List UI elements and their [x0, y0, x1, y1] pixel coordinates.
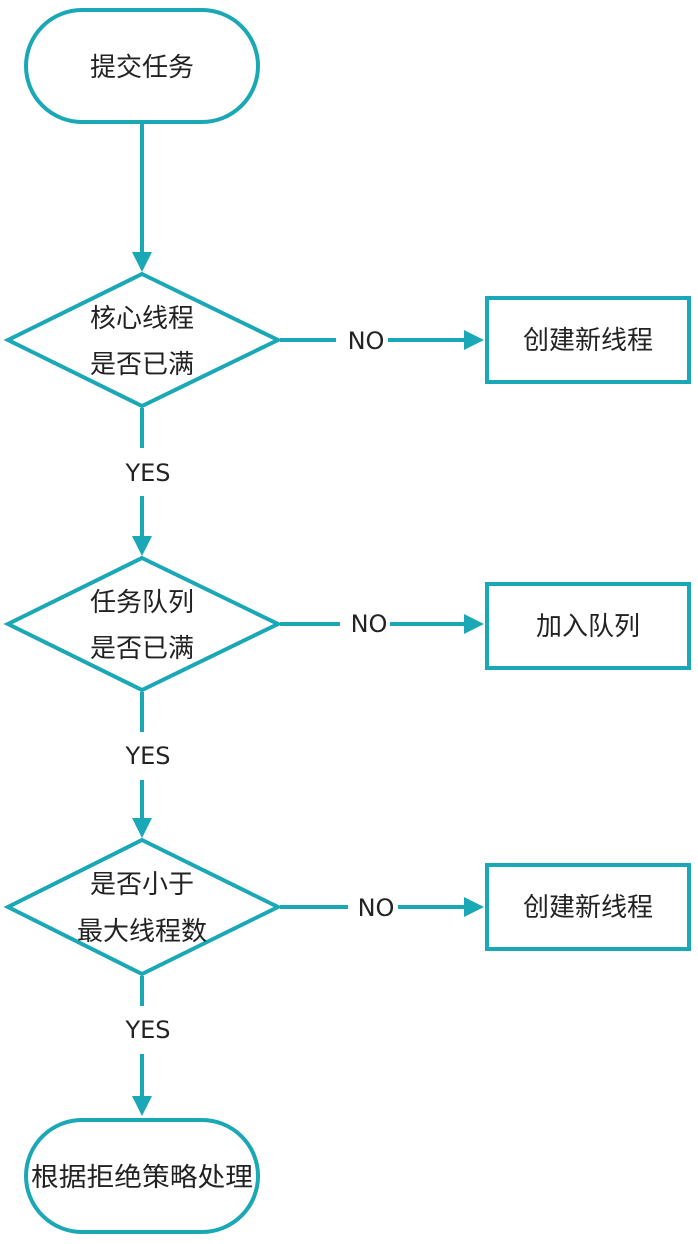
decision-core-threads-line2: 是否已满 [90, 350, 194, 380]
action-create-thread-1-shape [485, 296, 691, 384]
arrowhead-down [132, 818, 152, 838]
start-node-label: 提交任务 [90, 53, 194, 83]
action-add-to-queue: 加入队列 [485, 582, 691, 670]
action-add-to-queue-shape [485, 582, 691, 670]
arrowhead-down [132, 536, 152, 556]
decision-max-threads-line2: 最大线程数 [77, 917, 207, 947]
decision-core-threads-shape [3, 271, 283, 409]
edge-label-yes1: YES [124, 459, 170, 487]
action-create-thread-2-label: 创建新线程 [523, 893, 653, 923]
arrowhead-right [464, 330, 484, 350]
start-node: 提交任务 [24, 8, 260, 124]
arrowhead-down [132, 252, 152, 272]
decision-max-threads-shape [3, 837, 283, 977]
arrowhead-down [132, 1096, 152, 1116]
decision-task-queue-line1: 任务队列 [90, 588, 194, 618]
arrowhead-right [464, 897, 484, 917]
decision-core-threads-line1: 核心线程 [90, 304, 194, 334]
end-node-label: 根据拒绝策略处理 [31, 1163, 253, 1193]
decision-task-queue-shape [3, 555, 283, 693]
start-node-shape [24, 8, 260, 124]
decision-core-threads: 核心线程 是否已满 [3, 271, 283, 409]
action-add-to-queue-label: 加入队列 [536, 612, 640, 642]
decision-max-threads: 是否小于 最大线程数 [3, 837, 283, 977]
edge-label-yes2: YES [124, 742, 170, 770]
decision-task-queue-line2: 是否已满 [90, 634, 194, 664]
edge-label-no1: NO [348, 327, 385, 355]
action-create-thread-1: 创建新线程 [485, 296, 691, 384]
edge-label-yes3: YES [124, 1016, 170, 1044]
edge-label-no2: NO [351, 610, 388, 638]
edge-label-no3: NO [358, 894, 395, 922]
action-create-thread-2-shape [485, 863, 691, 951]
action-create-thread-2: 创建新线程 [485, 863, 691, 951]
action-create-thread-1-label: 创建新线程 [523, 326, 653, 356]
end-node: 根据拒绝策略处理 [24, 1118, 260, 1234]
decision-task-queue: 任务队列 是否已满 [3, 555, 283, 693]
arrowhead-right [464, 614, 484, 634]
end-node-shape [24, 1118, 260, 1234]
decision-max-threads-line1: 是否小于 [90, 870, 194, 900]
